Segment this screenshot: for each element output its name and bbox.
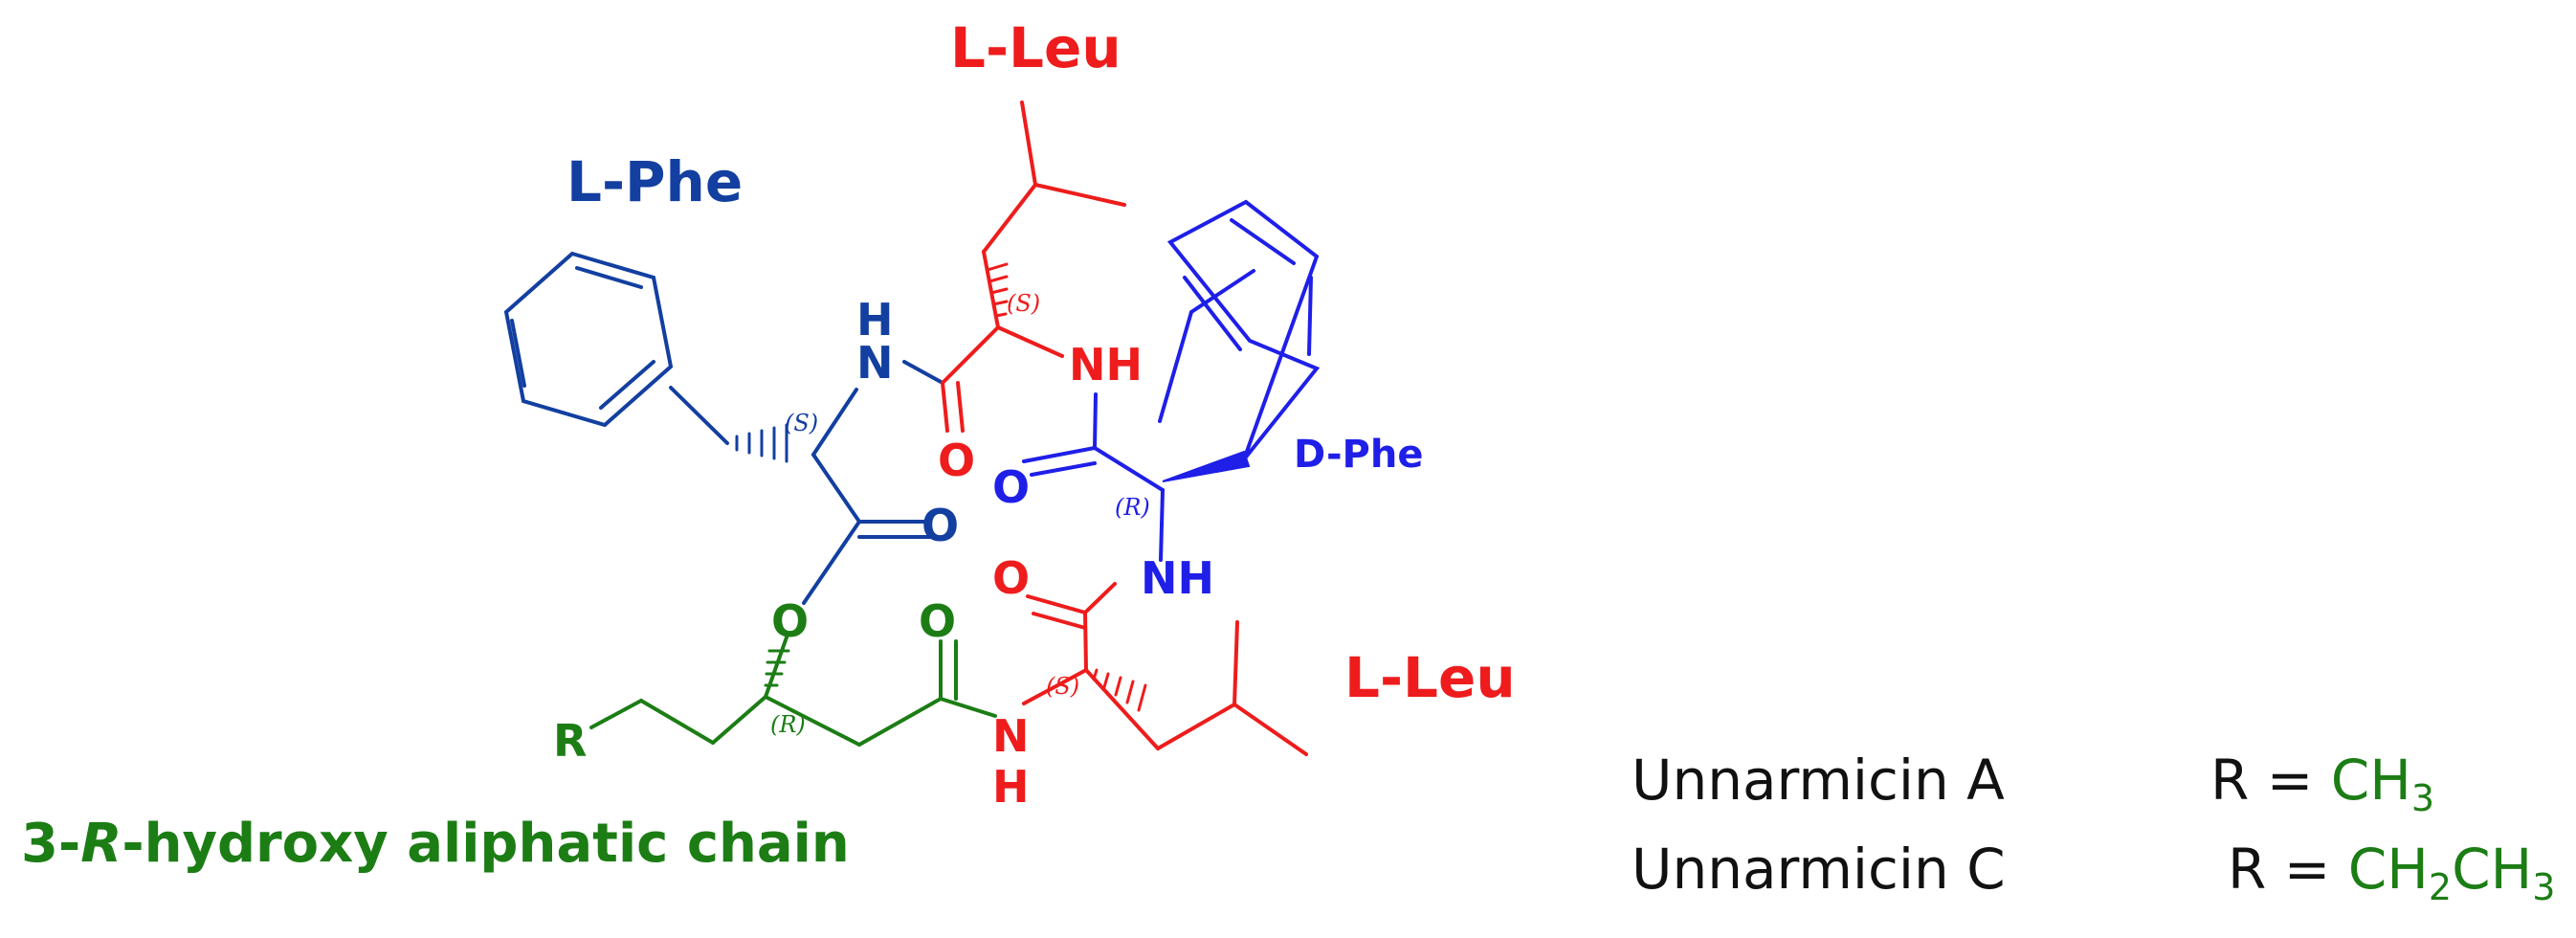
legend-r-label-c: R = [2228,837,2348,902]
label-d-phe: D-Phe [1294,433,1423,477]
stereo-r-dphe: (R) [1115,494,1150,521]
hashed-stereo-bonds [735,262,1147,712]
hydroxy-chain-bonds [589,633,997,747]
legend-name-a: Unnarmicin A [1632,748,2005,813]
legend-name-c: Unnarmicin C [1632,837,2006,902]
legend: Unnarmicin A Unnarmicin C R = CH3 R = CH… [1632,748,2555,908]
atom-h-lphe: H [856,294,894,346]
legend-formula-c: R = CH2CH3 [2228,837,2555,908]
atom-o-leu-top: O [938,435,975,486]
atom-nh-leu-top: NH [1069,339,1143,391]
label-l-phe: L-Phe [566,149,743,214]
label-hydroxy-chain-italic: R [80,813,122,875]
legend-formula-a-1: CH [2331,748,2411,813]
atom-labels: N H NH O O NH O O O O N H R [553,294,1214,813]
legend-formula-c-1: CH [2348,837,2429,902]
label-hydroxy-chain-prefix: 3- [21,813,80,875]
d-phe-bonds [1022,199,1321,562]
atom-o-chain: O [919,595,956,647]
legend-formula-c-3: CH [2452,837,2532,902]
l-phe-backbone [669,360,944,605]
label-l-leu-bottom: L-Leu [1344,645,1516,710]
label-l-leu-top: L-Leu [950,15,1121,80]
legend-formula-c-2: 2 [2429,866,2452,908]
atom-n-lphe: N [856,337,894,389]
legend-formula-a-2: 3 [2411,777,2434,819]
atom-h-leu-bottom: H [992,761,1030,813]
label-hydroxy-chain-suffix: -hydroxy aliphatic chain [122,813,849,875]
atom-nh-dphe: NH [1141,552,1214,604]
atom-o-leu-bottom: O [992,552,1030,604]
atom-n-leu-bottom: N [992,710,1030,762]
stereo-s-leu-bottom: (S) [1046,673,1079,700]
stereo-r-chain: (R) [770,711,806,738]
legend-r-label-a: R = [2210,748,2331,813]
bonds [503,100,1321,756]
stereo-s-lphe: (S) [785,410,818,436]
atom-r-group: R [553,715,587,767]
atom-o-ring: O [771,595,809,647]
atom-o-ester: O [922,500,959,551]
l-leu-bottom-bonds [1022,582,1308,756]
stereo-s-leu-top: (S) [1007,290,1040,317]
l-phe-benzene-ring [503,251,674,428]
residue-labels: L-Leu L-Phe D-Phe L-Leu 3-R-hydroxy alip… [21,15,1516,875]
legend-formula-c-4: 3 [2532,866,2555,908]
legend-formula-a: R = CH3 [2210,748,2434,819]
stereo-descriptors: (S) (S) (R) (S) (R) [770,290,1150,738]
label-hydroxy-chain: 3-R-hydroxy aliphatic chain [21,813,850,875]
l-leu-top-bonds [941,100,1126,433]
atom-o-dphe: O [992,461,1030,513]
